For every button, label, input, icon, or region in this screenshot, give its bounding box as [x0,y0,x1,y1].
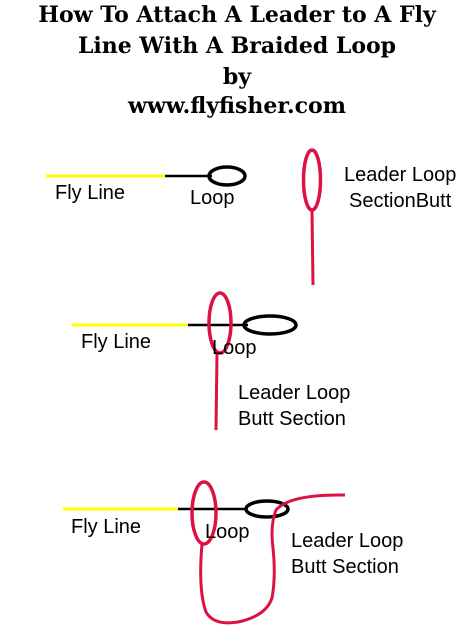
step-1-leader-label-line-2: SectionButt [349,190,452,212]
step-2-leader-label-line-2: Butt Section [238,408,346,430]
step-3-diagram [63,480,346,625]
step-1-loop-label: Loop [190,187,235,209]
step-2-leader-butt [214,352,219,431]
step-2-leader-loop [207,291,233,355]
step-3-leader-loop [190,480,218,546]
step-3-leader-label-line-2: Butt Section [291,556,399,578]
title-line-4: www.flyfisher.com [128,93,346,119]
step-2-leader-label-line-1: Leader Loop [238,382,351,404]
step-1-fly-line-label: Fly Line [55,182,126,204]
step-3-braided-loop [244,499,290,519]
step-1-diagram [46,148,323,286]
step-3-fly-line-label: Fly Line [71,516,142,538]
step-2-loop-label: Loop [212,337,257,359]
step-3-loop-label: Loop [205,521,250,543]
step-1-leader-butt [310,209,315,286]
step-3-leader-butt [199,493,346,625]
step-2-diagram [72,291,298,431]
step-1-leader-label-line-1: Leader Loop [344,164,457,186]
title-line-1: How To Attach A Leader to A Fly [38,2,436,28]
title-line-3: by [222,64,252,90]
step-1-leader-loop [301,148,323,212]
step-2-braided-loop [242,314,298,336]
step-3-leader-label-line-1: Leader Loop [291,530,404,552]
step-2-fly-line-label: Fly Line [81,331,152,353]
step-1-braided-loop [207,165,247,187]
title-line-2: Line With A Braided Loop [77,33,397,59]
